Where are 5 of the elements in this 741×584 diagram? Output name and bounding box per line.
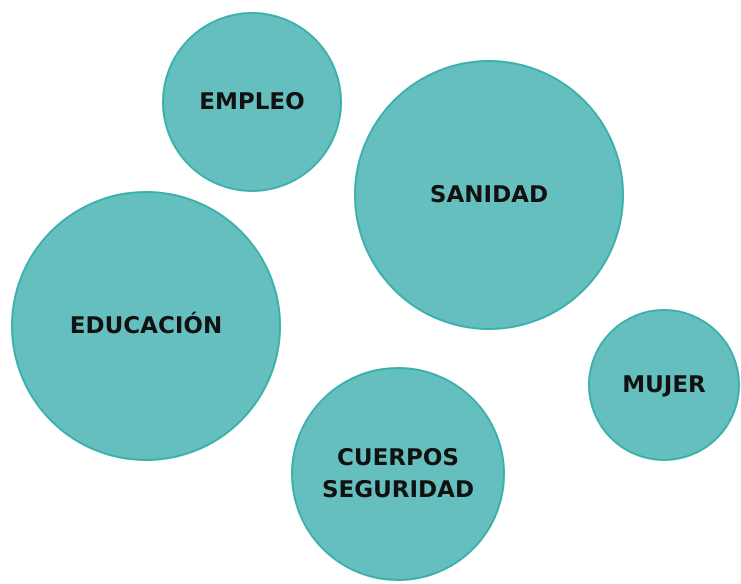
topic-label: MUJER: [622, 370, 706, 400]
topic-label: CUERPOS SEGURIDAD: [320, 444, 476, 505]
topic-label: EDUCACIÓN: [70, 310, 222, 341]
topic-label: EMPLEO: [199, 88, 305, 117]
topic-label: SANIDAD: [430, 180, 548, 210]
